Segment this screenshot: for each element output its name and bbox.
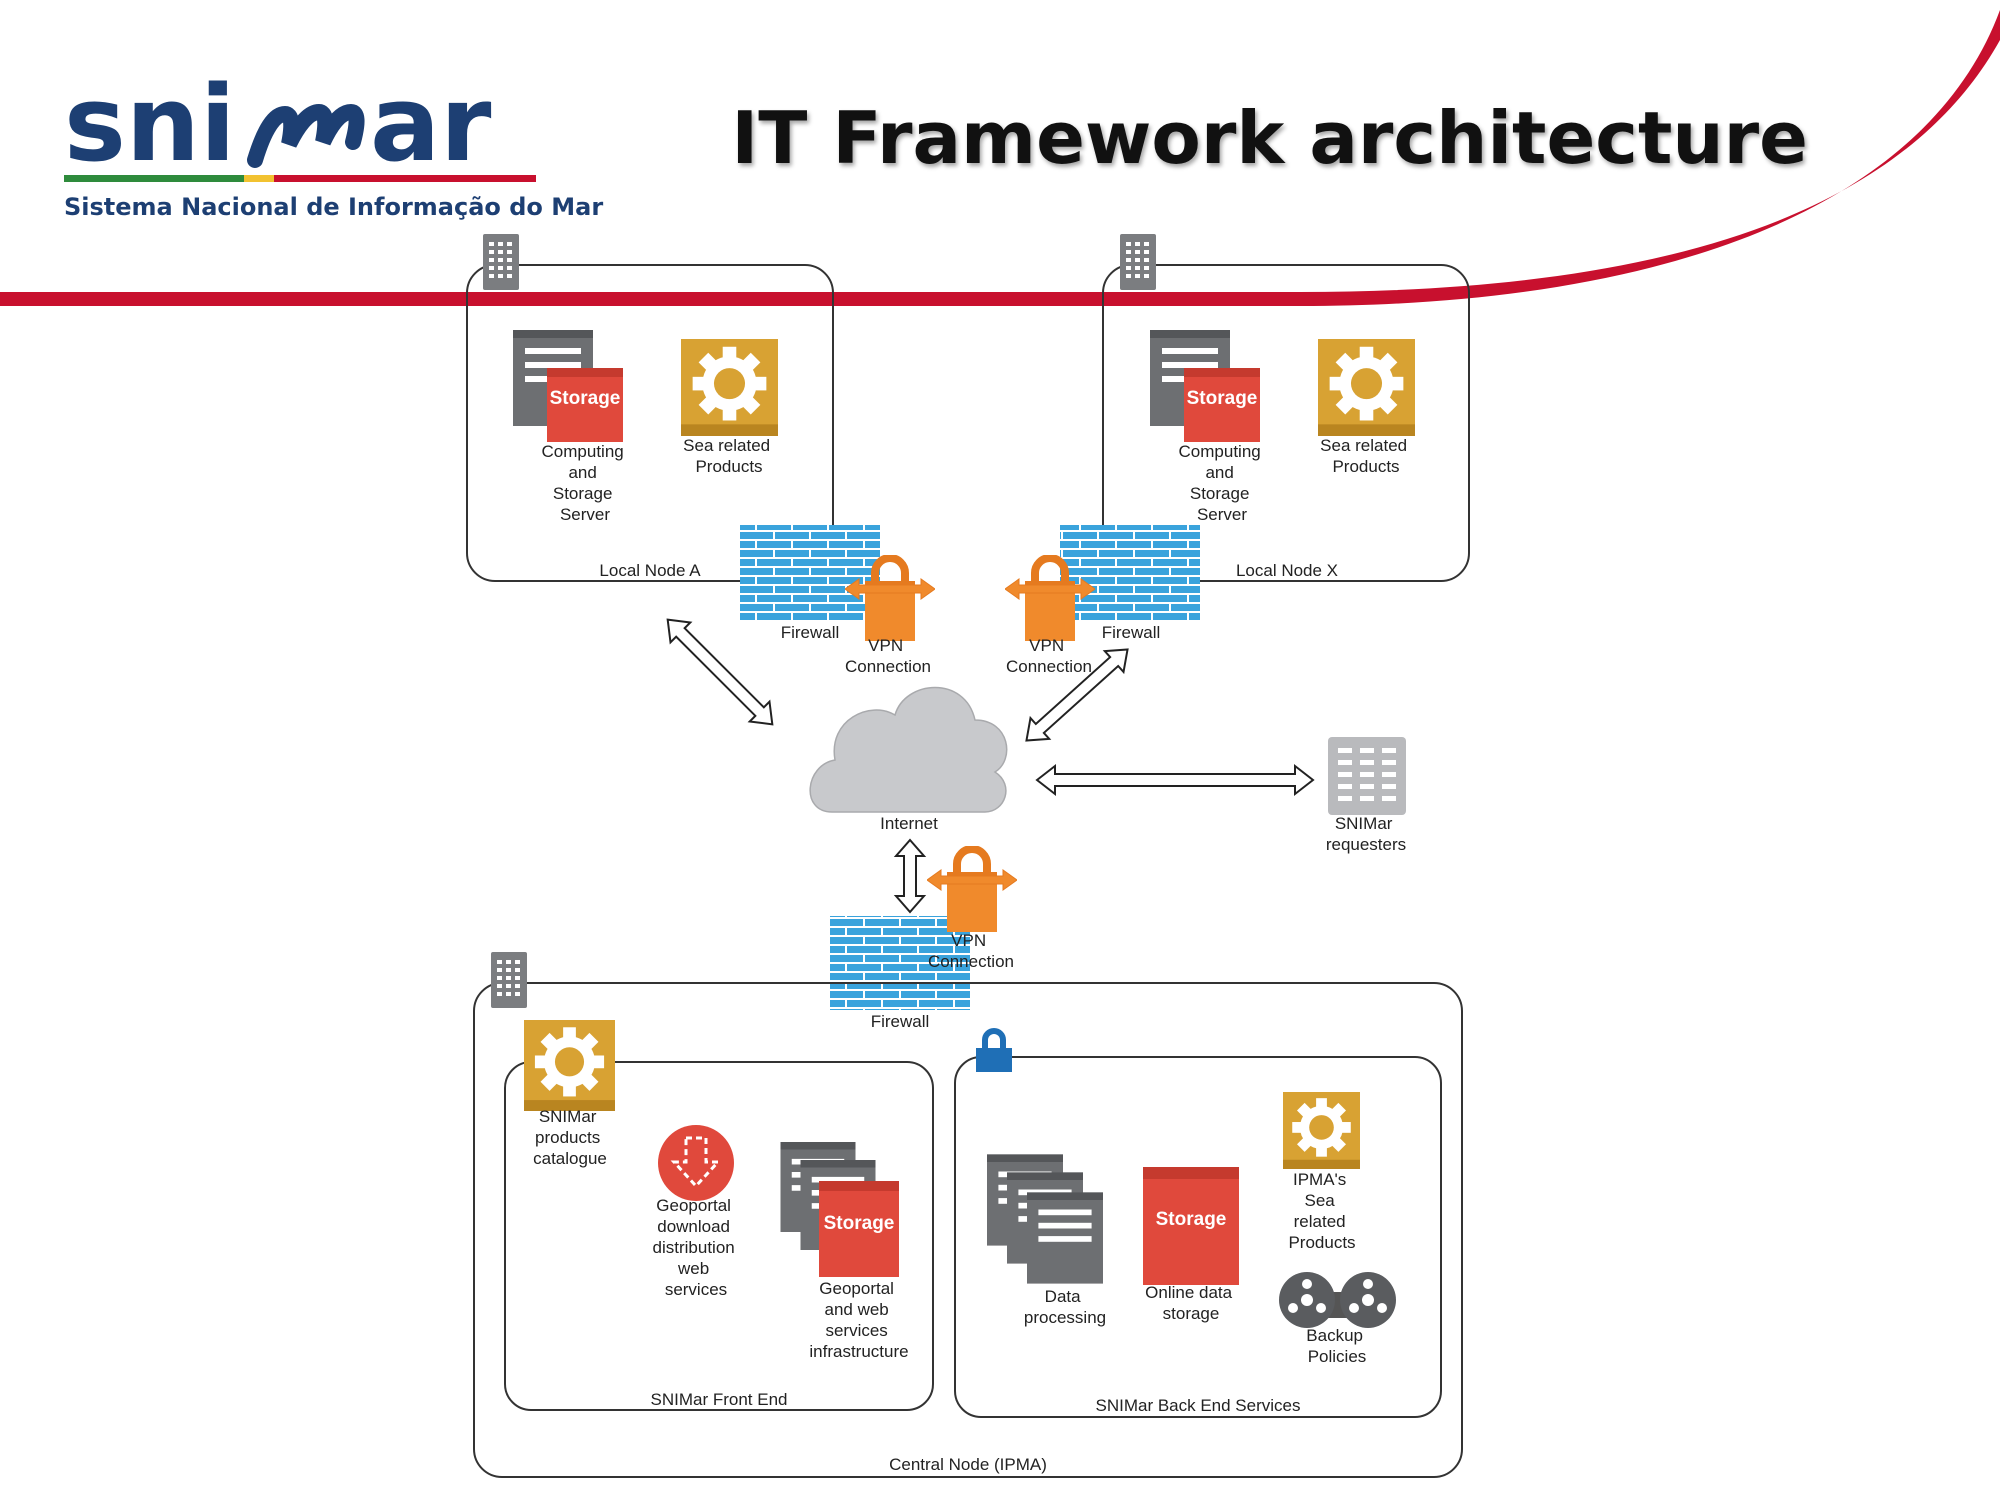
- page-title: IT Framework architecture: [731, 96, 1808, 180]
- geoportal-download-label: Geoportal download distribution web serv…: [653, 1196, 740, 1299]
- local-node-x: Storage Computing and Storage Server Sea…: [1102, 234, 1470, 582]
- building-icon: [1120, 234, 1156, 290]
- firewall-x: Firewall: [1060, 525, 1200, 642]
- svg-text:Firewall: Firewall: [871, 1012, 930, 1031]
- vpn-a: VPN Connection: [845, 558, 935, 676]
- back-end-label: SNIMar Back End Services: [1095, 1396, 1300, 1415]
- svg-text:Internet: Internet: [880, 814, 938, 833]
- online-storage-label: Online data storage: [1145, 1283, 1237, 1323]
- products-label: Sea related Products: [1320, 436, 1412, 476]
- gear-icon: [681, 339, 778, 436]
- backup-tape-icon: [1279, 1272, 1396, 1328]
- firewall-central: Firewall: [830, 916, 970, 1031]
- svg-text:Storage: Storage: [1187, 388, 1258, 409]
- svg-text:Storage: Storage: [824, 1213, 895, 1234]
- snimar-requesters: SNIMar requesters: [1326, 737, 1406, 854]
- firewall-a: Firewall: [740, 525, 880, 642]
- cloud-icon: [809, 686, 1008, 813]
- gear-icon: [1318, 339, 1415, 436]
- gear-icon: [524, 1020, 615, 1111]
- arrow-internet-requesters: [1035, 763, 1315, 797]
- node-label: Local Node A: [599, 561, 701, 580]
- node-label: Central Node (IPMA): [889, 1455, 1047, 1474]
- central-node: Central Node (IPMA) SNIMar Front End SNI…: [473, 952, 1463, 1478]
- online-storage-icon: Storage: [1143, 1167, 1239, 1285]
- svg-text:Firewall: Firewall: [1102, 623, 1161, 642]
- internet-cloud: Internet: [809, 686, 1008, 833]
- lock-icon: [976, 1028, 1012, 1072]
- local-node-a: Storage Computing and Storage Server Sea…: [466, 234, 834, 582]
- backup-label: Backup Policies: [1306, 1326, 1367, 1366]
- logo-tagline: Sistema Nacional de Informação do Mar: [64, 193, 603, 221]
- firewall-icon: [740, 525, 880, 620]
- ipma-products-label: IPMA's Sea related Products: [1288, 1170, 1355, 1252]
- building-icon: [491, 952, 527, 1008]
- arrow-x-internet: [1025, 648, 1129, 742]
- firewall-icon: [830, 916, 970, 1010]
- vpn-central: VPN Connection: [927, 849, 1017, 971]
- catalogue-label: SNIMar products catalogue: [533, 1107, 607, 1168]
- requesters-grid-icon: [1328, 737, 1406, 815]
- snimar-logo: sni ar Sistema Nacional de Informação do…: [64, 63, 603, 221]
- geoportal-infra-label: Geoportal and web services infrastructur…: [809, 1279, 908, 1361]
- gear-icon: [1283, 1092, 1360, 1169]
- svg-text:Firewall: Firewall: [781, 623, 840, 642]
- storage-icon: Storage: [547, 368, 623, 442]
- products-label: Sea related Products: [683, 436, 775, 476]
- back-end: SNIMar Back End Services Data processing…: [954, 1028, 1442, 1418]
- svg-text:VPN Connection: VPN Connection: [1006, 636, 1092, 676]
- svg-text:Storage: Storage: [550, 388, 621, 409]
- svg-text:Storage: Storage: [1156, 1209, 1227, 1230]
- data-processing-label: Data processing: [1024, 1287, 1106, 1327]
- front-end-label: SNIMar Front End: [651, 1390, 788, 1409]
- firewall-icon: [1060, 525, 1200, 620]
- vpn-x: VPN Connection: [1005, 558, 1095, 676]
- node-label: Local Node X: [1236, 561, 1338, 580]
- server-label: Computing and Storage Server: [1179, 442, 1266, 524]
- svg-text:SNIMar requesters: SNIMar requesters: [1326, 814, 1406, 854]
- front-end: SNIMar Front End SNIMar products catalog…: [504, 1020, 934, 1411]
- download-icon: [658, 1125, 734, 1201]
- wave-logo-icon: [247, 103, 365, 168]
- data-processing-icon: [987, 1154, 1103, 1284]
- storage-icon: Storage: [819, 1181, 899, 1277]
- storage-icon: Storage: [1184, 368, 1260, 442]
- logo-text-sni: sni: [64, 63, 236, 185]
- svg-text:VPN Connection: VPN Connection: [928, 931, 1014, 971]
- arrow-a-internet: [666, 618, 774, 726]
- building-icon: [483, 234, 519, 290]
- logo-text-ar: ar: [370, 63, 491, 185]
- svg-text:VPN Connection: VPN Connection: [845, 636, 931, 676]
- arrow-internet-central: [893, 838, 927, 914]
- server-label: Computing and Storage Server: [542, 442, 629, 524]
